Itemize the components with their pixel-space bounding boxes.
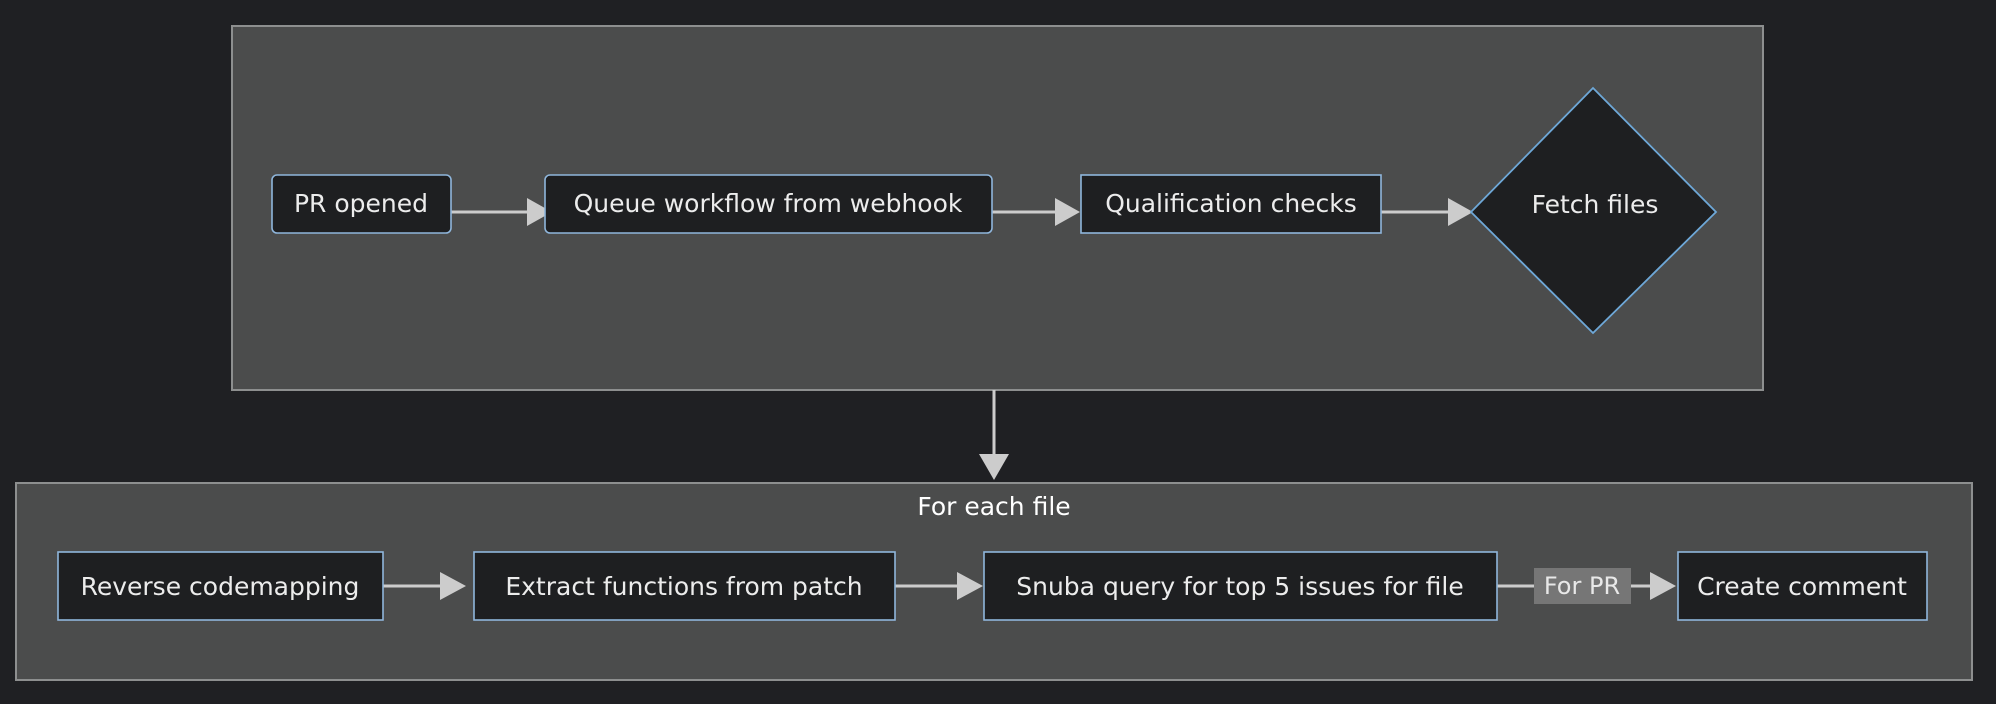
subgraph-title-for-each-file: For each file bbox=[917, 492, 1070, 521]
edge-pr-opened-to-queue-workflow bbox=[451, 198, 552, 226]
node-label-queue-workflow: Queue workflow from webhook bbox=[574, 189, 963, 218]
node-fetch-files[interactable]: Fetch files bbox=[1469, 86, 1718, 335]
edge-snuba-query-to-create-comment: For PR bbox=[1497, 568, 1676, 604]
node-queue-workflow[interactable]: Queue workflow from webhook bbox=[544, 174, 993, 234]
node-extract-functions[interactable]: Extract functions from patch bbox=[473, 551, 896, 621]
edge-label-background-for-pr bbox=[1534, 568, 1631, 604]
node-label-extract-functions: Extract functions from patch bbox=[505, 572, 862, 601]
node-label-reverse-codemapping: Reverse codemapping bbox=[81, 572, 360, 601]
edge-qualification-to-fetch-files bbox=[1381, 198, 1473, 226]
edge-fetch-files-to-for-each-file bbox=[979, 390, 1009, 480]
node-label-pr-opened: PR opened bbox=[294, 189, 428, 218]
node-snuba-query[interactable]: Snuba query for top 5 issues for file bbox=[983, 551, 1498, 621]
node-pr-opened[interactable]: PR opened bbox=[271, 174, 452, 234]
node-label-create-comment: Create comment bbox=[1697, 572, 1907, 601]
node-qualification-checks[interactable]: Qualification checks bbox=[1080, 174, 1382, 234]
node-label-qualification-checks: Qualification checks bbox=[1105, 189, 1357, 218]
node-create-comment[interactable]: Create comment bbox=[1677, 551, 1928, 621]
edge-reverse-codemapping-to-extract-functions bbox=[383, 572, 466, 600]
node-label-fetch-files: Fetch files bbox=[1532, 190, 1659, 219]
node-label-snuba-query: Snuba query for top 5 issues for file bbox=[1016, 572, 1464, 601]
edge-extract-functions-to-snuba-query bbox=[895, 572, 983, 600]
edge-label-for-pr: For PR bbox=[1544, 572, 1620, 600]
node-reverse-codemapping[interactable]: Reverse codemapping bbox=[57, 551, 384, 621]
edge-queue-workflow-to-qualification bbox=[992, 198, 1080, 226]
